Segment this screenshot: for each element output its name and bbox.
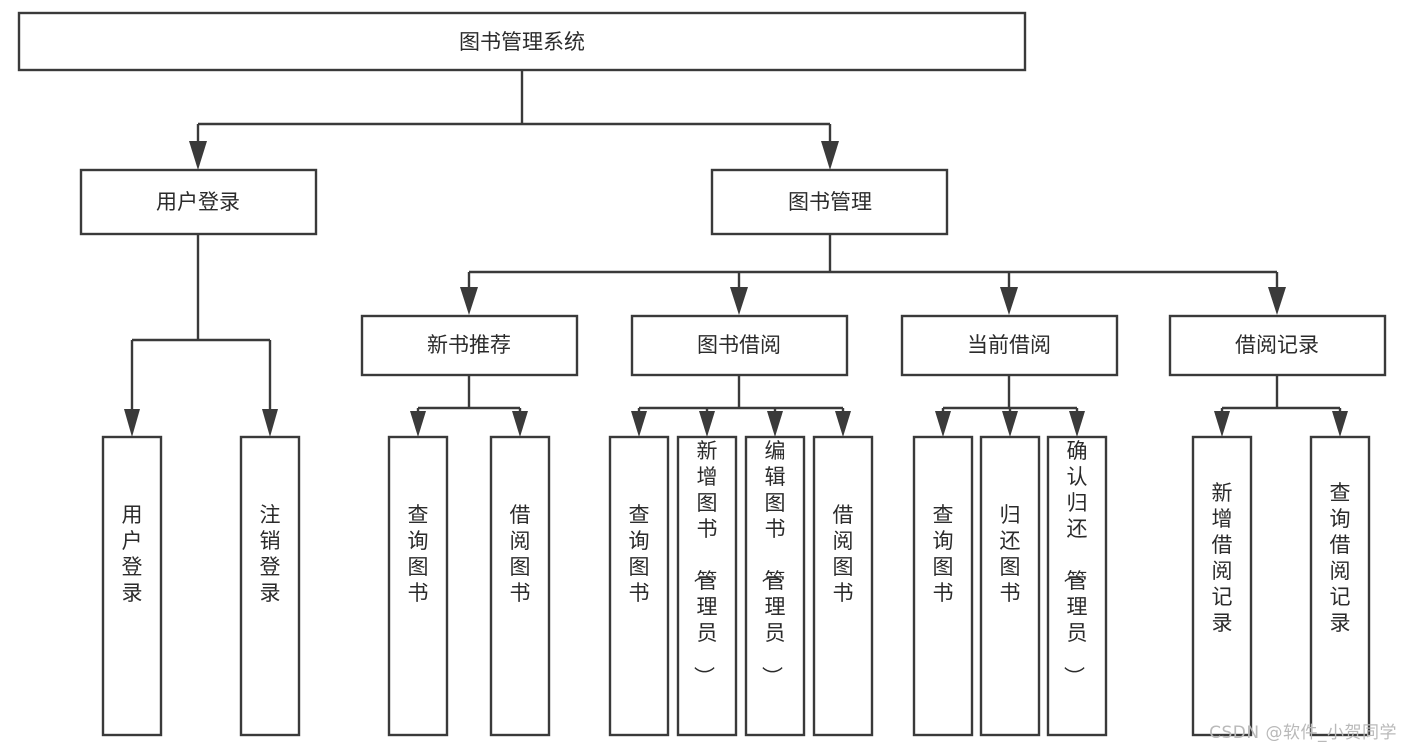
arrow-head-icon xyxy=(631,411,647,437)
node-label-leaf-user-login: 用户登录 xyxy=(122,503,143,605)
arrow-head-icon xyxy=(1000,287,1018,315)
node-box-leaf-add-book[interactable] xyxy=(676,435,738,737)
node-leaf-return-book[interactable]: 归还图书 xyxy=(979,435,1041,737)
node-box-book-borrow[interactable] xyxy=(630,314,849,377)
connector-borrow-to-leaves xyxy=(631,375,851,437)
arrow-head-icon xyxy=(460,287,478,315)
node-label-new-book-recommend: 新书推荐 xyxy=(427,333,511,357)
node-label-user-login: 用户登录 xyxy=(156,190,240,214)
node-box-borrow-records[interactable] xyxy=(1168,314,1387,377)
arrow-head-icon xyxy=(189,141,207,170)
node-label-book-borrow: 图书借阅 xyxy=(697,333,781,357)
connector-newbook-to-leaves xyxy=(410,375,528,437)
arrow-head-icon xyxy=(935,411,951,437)
node-box-leaf-query-record[interactable] xyxy=(1309,435,1371,737)
connector-login-to-leaves xyxy=(124,234,278,437)
arrow-head-icon xyxy=(1069,411,1085,437)
node-label-leaf-query-book-2: 查询图书 xyxy=(629,503,650,605)
node-box-leaf-add-record[interactable] xyxy=(1191,435,1253,737)
node-label-leaf-add-record: 新增借阅记录 xyxy=(1212,481,1233,635)
node-box-book-management[interactable] xyxy=(710,168,949,236)
node-box-root[interactable] xyxy=(17,11,1027,72)
node-book-borrow[interactable]: 图书借阅 xyxy=(630,314,849,377)
node-label-root: 图书管理系统 xyxy=(459,30,585,54)
arrow-head-icon xyxy=(512,411,528,437)
arrow-head-icon xyxy=(1332,411,1348,437)
node-new-book-recommend[interactable]: 新书推荐 xyxy=(360,314,579,377)
node-box-leaf-query-book-2[interactable] xyxy=(608,435,670,737)
node-leaf-add-record[interactable]: 新增借阅记录 xyxy=(1191,435,1253,737)
node-box-leaf-borrow-book-1[interactable] xyxy=(489,435,551,737)
node-label-leaf-query-book-1: 查询图书 xyxy=(408,503,429,605)
arrow-head-icon xyxy=(410,411,426,437)
arrow-head-icon xyxy=(262,409,278,437)
arrow-head-icon xyxy=(1214,411,1230,437)
node-box-user-login[interactable] xyxy=(79,168,318,236)
arrow-head-icon xyxy=(835,411,851,437)
node-leaf-query-record[interactable]: 查询借阅记录 xyxy=(1309,435,1371,737)
connector-bookmgmt-to-level3 xyxy=(460,234,1286,315)
connector-current-to-leaves xyxy=(935,375,1085,437)
node-label-leaf-edit-book: 编辑图书（管理员） xyxy=(760,439,786,687)
node-label-leaf-borrow-book-2: 借阅图书 xyxy=(833,503,854,605)
node-box-leaf-query-book-1[interactable] xyxy=(387,435,449,737)
node-user-login[interactable]: 用户登录 xyxy=(79,168,318,236)
node-label-leaf-confirm-return: 确认归还（管理员） xyxy=(1062,439,1088,687)
node-leaf-logout[interactable]: 注销登录 xyxy=(239,435,301,737)
node-box-leaf-edit-book[interactable] xyxy=(744,435,806,737)
node-box-leaf-logout[interactable] xyxy=(239,435,301,737)
node-book-management[interactable]: 图书管理 xyxy=(710,168,949,236)
node-leaf-borrow-book-1[interactable]: 借阅图书 xyxy=(489,435,551,737)
node-leaf-query-book-1[interactable]: 查询图书 xyxy=(387,435,449,737)
node-borrow-records[interactable]: 借阅记录 xyxy=(1168,314,1387,377)
arrow-head-icon xyxy=(1002,411,1018,437)
node-label-leaf-return-book: 归还图书 xyxy=(1000,503,1021,605)
node-label-leaf-borrow-book-1: 借阅图书 xyxy=(510,503,531,605)
node-label-current-borrow: 当前借阅 xyxy=(967,333,1051,357)
node-label-leaf-logout: 注销登录 xyxy=(260,503,281,605)
arrow-head-icon xyxy=(730,287,748,315)
node-leaf-edit-book[interactable]: 编辑图书（管理员） xyxy=(744,435,806,737)
node-leaf-borrow-book-2[interactable]: 借阅图书 xyxy=(812,435,874,737)
connector-records-to-leaves xyxy=(1214,375,1348,437)
node-leaf-query-book-3[interactable]: 查询图书 xyxy=(912,435,974,737)
node-leaf-confirm-return[interactable]: 确认归还（管理员） xyxy=(1046,435,1108,737)
node-leaf-user-login[interactable]: 用户登录 xyxy=(101,435,163,737)
node-label-leaf-query-book-3: 查询图书 xyxy=(933,503,954,605)
node-root[interactable]: 图书管理系统 xyxy=(17,11,1027,72)
arrow-head-icon xyxy=(124,409,140,437)
arrow-head-icon xyxy=(699,411,715,437)
node-box-current-borrow[interactable] xyxy=(900,314,1119,377)
node-label-borrow-records: 借阅记录 xyxy=(1235,333,1319,357)
node-leaf-query-book-2[interactable]: 查询图书 xyxy=(608,435,670,737)
node-leaf-add-book[interactable]: 新增图书（管理员） xyxy=(676,435,738,737)
node-box-leaf-query-book-3[interactable] xyxy=(912,435,974,737)
connector-root-to-level2 xyxy=(189,70,839,170)
node-label-leaf-query-record: 查询借阅记录 xyxy=(1330,481,1351,635)
node-box-new-book-recommend[interactable] xyxy=(360,314,579,377)
node-box-leaf-borrow-book-2[interactable] xyxy=(812,435,874,737)
node-box-leaf-confirm-return[interactable] xyxy=(1046,435,1108,737)
arrow-head-icon xyxy=(821,141,839,170)
node-label-book-management: 图书管理 xyxy=(788,190,872,214)
node-box-leaf-user-login[interactable] xyxy=(101,435,163,737)
node-box-leaf-return-book[interactable] xyxy=(979,435,1041,737)
arrow-head-icon xyxy=(767,411,783,437)
node-current-borrow[interactable]: 当前借阅 xyxy=(900,314,1119,377)
arrow-head-icon xyxy=(1268,287,1286,315)
node-label-leaf-add-book: 新增图书（管理员） xyxy=(692,439,718,687)
